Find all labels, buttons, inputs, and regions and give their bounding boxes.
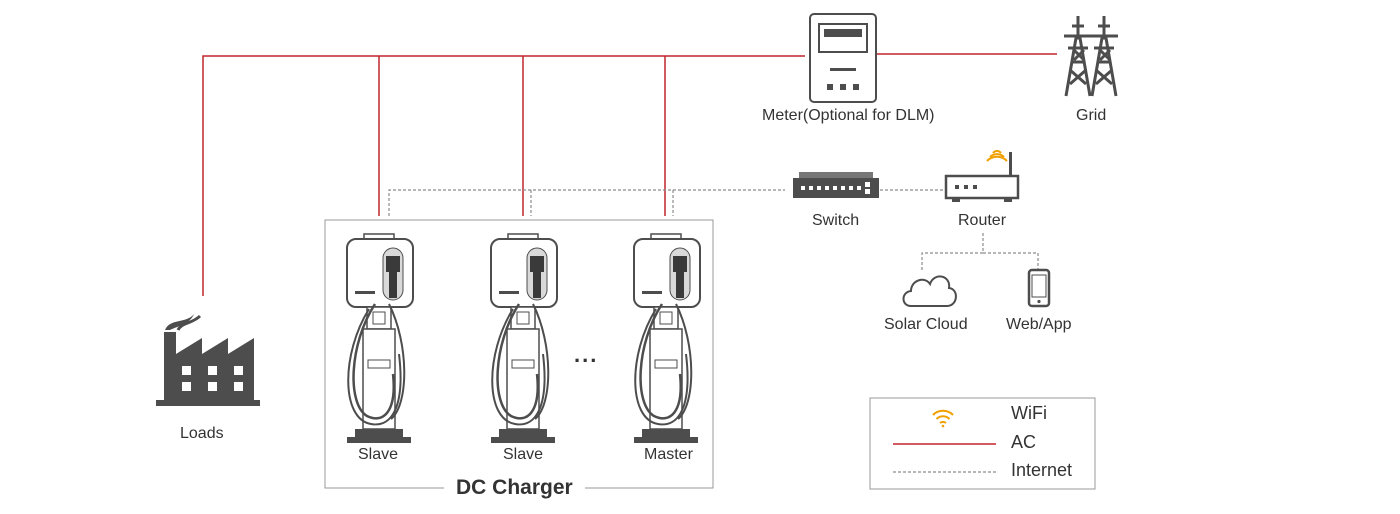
charger-icon bbox=[632, 232, 702, 445]
internet-router-branch bbox=[921, 233, 984, 272]
router-wifi-icon bbox=[986, 150, 1008, 162]
switch-label: Switch bbox=[812, 212, 860, 229]
smartphone-icon bbox=[1027, 268, 1051, 308]
network-switch-icon bbox=[793, 172, 879, 198]
factory-icon bbox=[156, 314, 260, 406]
legend-label-ac: AC bbox=[1011, 432, 1037, 452]
internet-trunk bbox=[388, 189, 785, 216]
meter-label: Meter(Optional for DLM) bbox=[762, 107, 935, 124]
internet-wiring bbox=[388, 189, 1039, 272]
loads-label: Loads bbox=[180, 425, 224, 442]
power-tower-icon bbox=[1064, 16, 1118, 97]
charger-label-slave-1: Slave bbox=[358, 446, 399, 463]
charger-label-slave-2: Slave bbox=[503, 446, 544, 463]
internet-router-app bbox=[983, 252, 1039, 270]
more-chargers-ellipsis: ... bbox=[574, 342, 599, 367]
meter-icon bbox=[809, 13, 877, 103]
ac-wiring bbox=[202, 53, 1057, 296]
charger-icon bbox=[489, 232, 559, 445]
solar-cloud-label: Solar Cloud bbox=[884, 316, 968, 333]
grid-label: Grid bbox=[1076, 107, 1107, 124]
legend-label-wifi: WiFi bbox=[1011, 403, 1047, 423]
dc-charger-title: DC Charger bbox=[444, 476, 585, 500]
web-app-label: Web/App bbox=[1006, 316, 1072, 333]
router-label: Router bbox=[958, 212, 1007, 229]
cloud-icon bbox=[902, 275, 957, 307]
charger-icon bbox=[345, 232, 415, 445]
router-icon bbox=[944, 152, 1020, 202]
legend-label-internet: Internet bbox=[1011, 460, 1073, 480]
wifi-icon bbox=[932, 409, 954, 428]
ac-main-line bbox=[202, 55, 805, 296]
charger-label-master: Master bbox=[644, 446, 693, 463]
